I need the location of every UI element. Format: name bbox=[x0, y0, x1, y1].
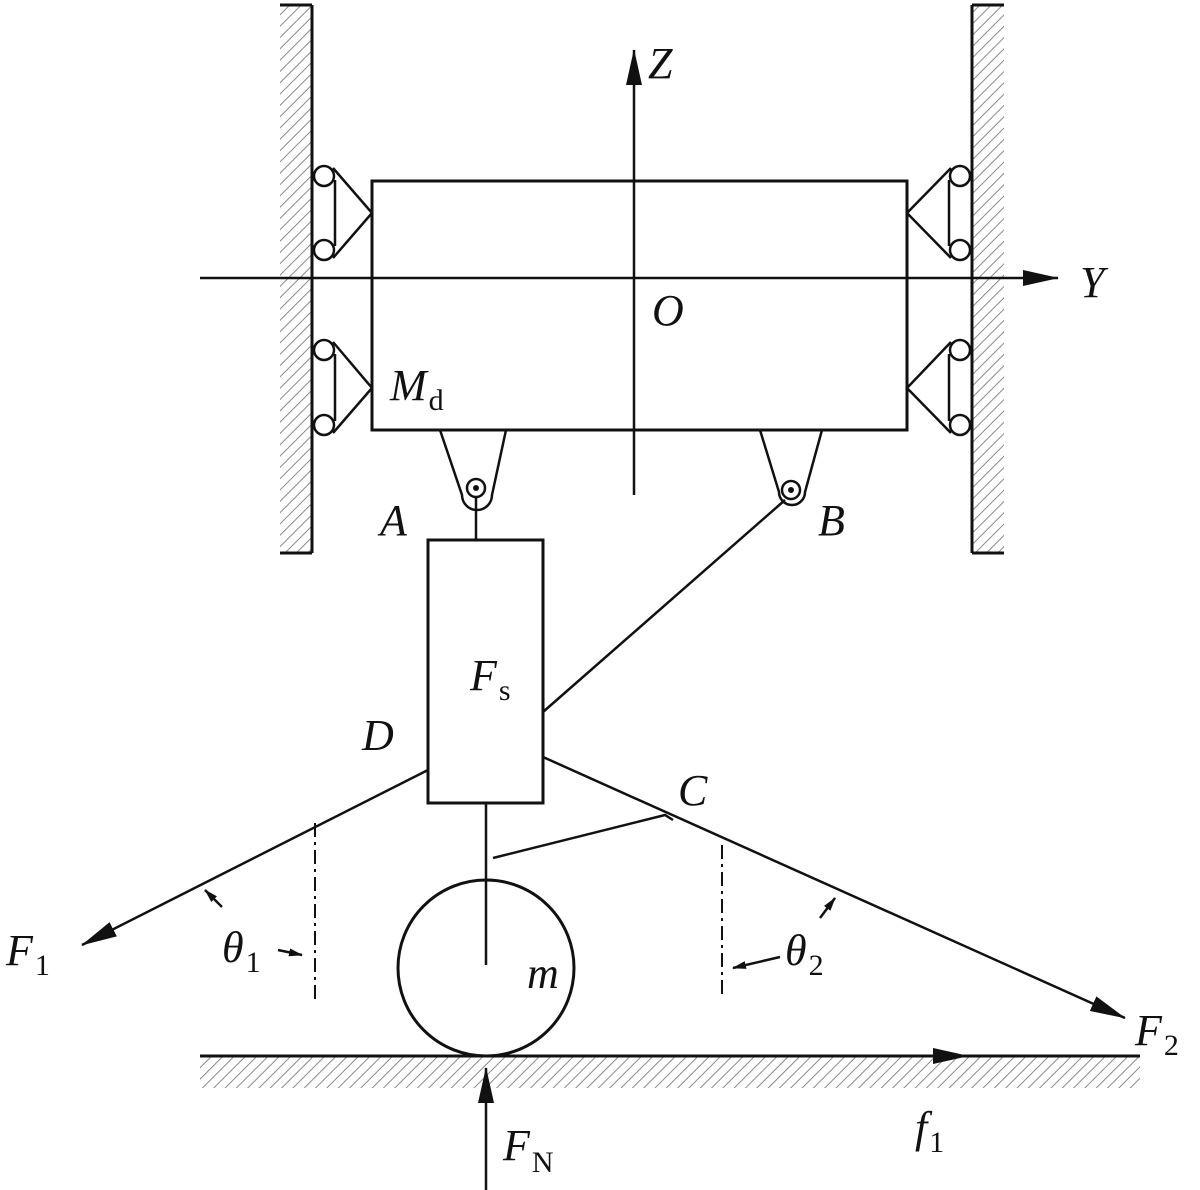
vehicle-body bbox=[370, 179, 909, 432]
force-f1-arrow bbox=[81, 768, 429, 947]
left-upper-roller-support bbox=[312, 164, 374, 262]
theta2-upper-arrow bbox=[819, 897, 836, 919]
z-axis-label: Z bbox=[648, 39, 673, 88]
origin-label: O bbox=[652, 286, 684, 335]
moment-label: Md bbox=[389, 361, 444, 417]
normal-force-label: FN bbox=[502, 1121, 554, 1179]
hinge-b bbox=[758, 429, 824, 507]
force-f2-label: F2 bbox=[1134, 1006, 1179, 1062]
ground bbox=[200, 1054, 1140, 1088]
lower-arm-c bbox=[492, 813, 674, 860]
friction-label: f1 bbox=[915, 1103, 944, 1159]
right-lower-roller-support bbox=[905, 338, 972, 437]
force-f2-arrow bbox=[542, 755, 1126, 1020]
point-c-label: C bbox=[678, 766, 708, 815]
theta2-lower-arrow bbox=[732, 955, 781, 970]
ground-hatch bbox=[200, 1056, 1140, 1088]
upper-link bbox=[542, 499, 786, 713]
theta1-upper-arrow bbox=[204, 889, 223, 908]
mass-label: m bbox=[527, 949, 559, 998]
theta-2-label: θ2 bbox=[785, 926, 824, 982]
point-b-label: B bbox=[818, 496, 845, 545]
theta1-lower-arrow bbox=[277, 948, 303, 957]
wheel-mass bbox=[396, 878, 576, 1058]
right-upper-roller-support bbox=[905, 164, 972, 262]
spring-force-label: Fs bbox=[469, 651, 511, 707]
theta-1-label: θ1 bbox=[222, 923, 261, 979]
point-a-label: A bbox=[377, 496, 408, 545]
left-lower-roller-support bbox=[312, 338, 374, 437]
force-f1-label: F1 bbox=[5, 926, 50, 982]
y-axis-label: Y bbox=[1080, 258, 1109, 307]
point-d-label: D bbox=[361, 711, 394, 760]
hinge-a bbox=[438, 429, 508, 512]
